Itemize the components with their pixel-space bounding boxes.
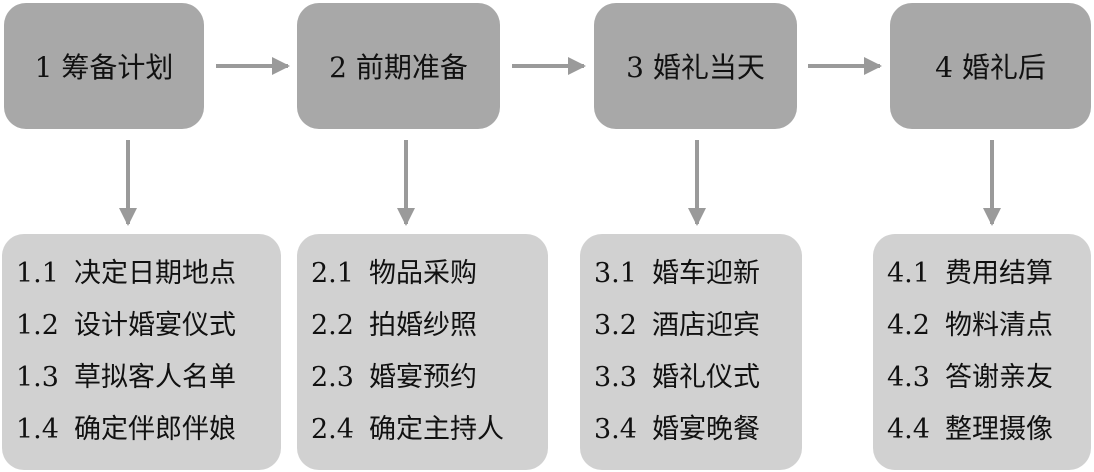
phase-box-4: 4 婚礼后	[890, 3, 1091, 129]
phase-label-2: 2 前期准备	[329, 51, 468, 84]
phase-box-3: 3 婚礼当天	[594, 3, 797, 129]
phase-box-1: 1 筹备计划	[4, 3, 204, 129]
phase-label-3: 3 婚礼当天	[626, 51, 765, 84]
phase-label-4: 4 婚礼后	[935, 51, 1046, 84]
phase-label-1: 1 筹备计划	[34, 51, 174, 84]
phase-box-2: 2 前期准备	[297, 3, 500, 129]
